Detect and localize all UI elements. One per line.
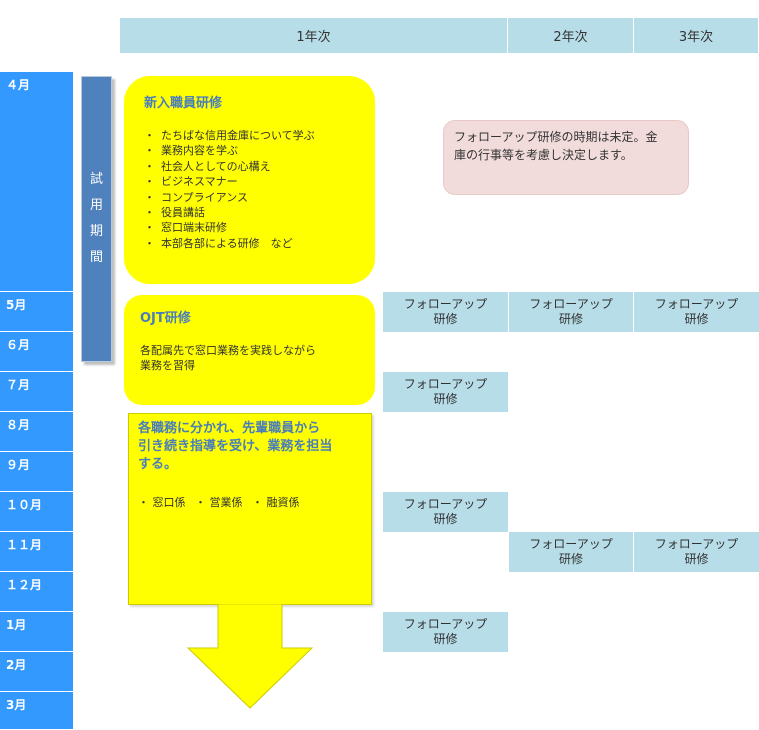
followup-label-line-2: 研修: [433, 392, 458, 406]
list-item: 本部各部による研修 など: [144, 236, 375, 251]
role-teller: 窓口係: [152, 496, 186, 509]
month-january: 1月: [0, 612, 73, 652]
list-item: ビジネスマナー: [144, 174, 375, 189]
role-loan: 融資係: [266, 496, 300, 509]
followup-label-line-1: フォローアップ: [654, 537, 739, 551]
down-arrow-icon: [186, 604, 314, 709]
header-year2: 2年次: [508, 18, 634, 53]
followup-cell-y1-may: フォローアップ 研修: [383, 292, 508, 332]
followup-label-line-1: フォローアップ: [403, 497, 488, 511]
assignment-title-line-3: する。: [138, 457, 178, 472]
trial-char-3: 期: [89, 224, 103, 239]
list-item: 業務内容を学ぶ: [144, 143, 375, 158]
followup-note-line-2: 庫の行事等を考慮し決定します。: [454, 148, 633, 162]
trial-period-bar: 試 用 期 間: [81, 76, 112, 362]
followup-label-line-1: フォローアップ: [529, 537, 613, 551]
followup-label-line-2: 研修: [433, 632, 458, 646]
followup-label-line-1: フォローアップ: [529, 297, 613, 311]
new-hire-training-title: 新入職員研修: [144, 96, 223, 111]
ojt-training-text: 各配属先で窓口業務を実践しながら 業務を習得: [140, 343, 375, 373]
header-year3: 3年次: [634, 18, 759, 53]
assignment-box: 各職務に分かれ、先輩職員から 引き続き指導を受け、業務を担当 する。 ・ 窓口係…: [128, 413, 372, 605]
followup-label-line-1: フォローアップ: [403, 297, 488, 311]
list-item: たちばな信用金庫について学ぶ: [144, 128, 375, 143]
list-item: 社会人としての心構え: [144, 159, 375, 174]
role-bullet-icon: ・: [138, 496, 149, 509]
month-august: ８月: [0, 412, 73, 452]
followup-label-line-2: 研修: [433, 312, 458, 326]
month-may: 5月: [0, 292, 73, 332]
followup-label-line-2: 研修: [433, 512, 458, 526]
followup-label-line-1: フォローアップ: [403, 617, 488, 631]
header-year1: 1年次: [120, 18, 508, 53]
trial-char-2: 用: [89, 198, 103, 213]
month-march: 3月: [0, 692, 73, 730]
assignment-title-line-1: 各職務に分かれ、先輩職員から: [138, 421, 321, 436]
followup-label-line-2: 研修: [558, 312, 583, 326]
followup-label-line-2: 研修: [684, 552, 709, 566]
role-bullet-icon: ・: [195, 496, 206, 509]
followup-cell-y2-may: フォローアップ 研修: [509, 292, 633, 332]
month-february: 2月: [0, 652, 73, 692]
list-item: コンプライアンス: [144, 190, 375, 205]
new-hire-training-box: 新入職員研修 たちばな信用金庫について学ぶ 業務内容を学ぶ 社会人としての心構え…: [124, 76, 375, 284]
followup-cell-y3-may: フォローアップ 研修: [634, 292, 759, 332]
month-june: ６月: [0, 332, 73, 372]
list-item: 窓口端末研修: [144, 220, 375, 235]
ojt-training-box: OJT研修 各配属先で窓口業務を実践しながら 業務を習得: [124, 295, 375, 405]
ojt-text-line-2: 業務を習得: [140, 359, 195, 372]
ojt-text-line-1: 各配属先で窓口業務を実践しながら: [140, 344, 316, 357]
month-october: １０月: [0, 492, 73, 532]
followup-label-line-1: フォローアップ: [654, 297, 739, 311]
followup-cell-y1-january: フォローアップ 研修: [383, 612, 508, 652]
assignment-roles: ・ 窓口係 ・ 営業係 ・ 融資係: [138, 494, 371, 510]
assignment-title: 各職務に分かれ、先輩職員から 引き続き指導を受け、業務を担当 する。: [138, 420, 371, 474]
followup-label-line-2: 研修: [684, 312, 709, 326]
assignment-title-line-2: 引き続き指導を受け、業務を担当: [138, 439, 333, 454]
month-december: １２月: [0, 572, 73, 612]
ojt-training-title: OJT研修: [140, 311, 191, 326]
role-bullet-icon: ・: [252, 496, 263, 509]
list-item: 役員講話: [144, 205, 375, 220]
month-november: １１月: [0, 532, 73, 572]
followup-cell-y1-july: フォローアップ 研修: [383, 372, 508, 412]
role-sales: 営業係: [209, 496, 243, 509]
trial-char-1: 試: [89, 172, 103, 187]
trial-char-4: 間: [89, 250, 103, 265]
new-hire-training-list: たちばな信用金庫について学ぶ 業務内容を学ぶ 社会人としての心構え ビジネスマナ…: [144, 128, 375, 251]
followup-label-line-2: 研修: [558, 552, 583, 566]
followup-label-line-1: フォローアップ: [403, 377, 488, 391]
followup-cell-y3-november: フォローアップ 研修: [634, 532, 759, 572]
followup-cell-y1-october: フォローアップ 研修: [383, 492, 508, 532]
followup-cell-y2-november: フォローアップ 研修: [509, 532, 633, 572]
month-september: ９月: [0, 452, 73, 492]
followup-note-line-1: フォローアップ研修の時期は未定。金: [454, 130, 658, 144]
followup-note: フォローアップ研修の時期は未定。金 庫の行事等を考慮し決定します。: [443, 120, 689, 195]
month-april: ４月: [0, 72, 73, 292]
month-july: ７月: [0, 372, 73, 412]
